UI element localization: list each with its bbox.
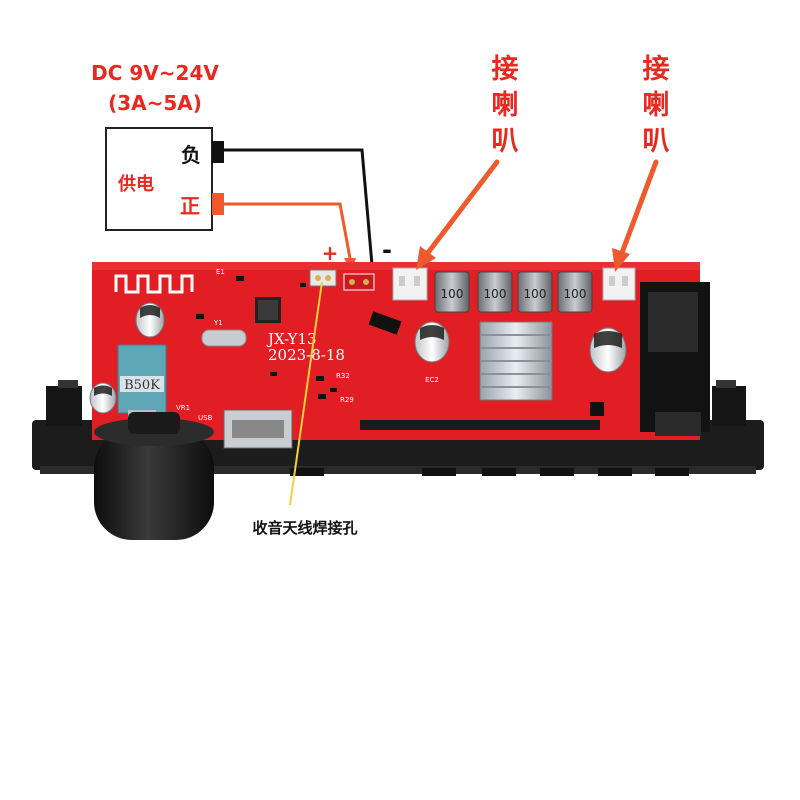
capacitor-ec2: [414, 321, 450, 363]
inductor-3: 100: [517, 271, 553, 313]
power-current-spec: (3A~5A): [108, 91, 202, 115]
heat-sink: [479, 321, 553, 401]
positive-terminal: [212, 193, 224, 215]
speaker-connector-left: [392, 267, 428, 301]
positive-label: 正: [180, 194, 200, 218]
silk-ec2: EC2: [425, 376, 439, 384]
power-input-pads: [343, 273, 375, 291]
negative-wire: [224, 148, 374, 266]
speaker-connector-right: [602, 267, 636, 301]
speaker-right-char-2: 喇: [643, 90, 670, 121]
silk-r32: R32: [336, 372, 350, 380]
aux-connector: [640, 282, 710, 436]
inductor-1: 100: [434, 271, 470, 313]
silk-vr1: VR1: [176, 404, 190, 412]
speaker-left-char-3: 叭: [492, 126, 519, 157]
speaker-left-char-1: 接: [492, 54, 519, 85]
inductor-2-label: 100: [484, 287, 507, 301]
capacitor-right: [589, 327, 627, 373]
silk-r29: R29: [340, 396, 354, 404]
negative-terminal: [212, 141, 224, 163]
red-pcb: E1 Y1 JX-Y13 2023-8-18 R32 R29: [89, 262, 710, 449]
speaker-right-char-3: 叭: [643, 126, 670, 157]
antenna-pointer-line: [289, 281, 323, 506]
board-date-silk: 2023-8-18: [268, 346, 345, 364]
plus-polarity-label: +: [322, 241, 339, 265]
pot-label: B50K: [124, 378, 160, 393]
power-supply-box: 供电 负 正: [105, 127, 224, 231]
power-supply-label: 供电: [117, 173, 154, 195]
minus-polarity-label: -: [382, 236, 392, 264]
inductor-4: 100: [557, 271, 593, 313]
power-voltage-spec: DC 9V~24V: [91, 61, 219, 85]
positive-wire: [224, 202, 352, 259]
antenna-solder-hole-label: 收音天线焊接孔: [252, 519, 357, 537]
speaker-left-arrow: [416, 159, 500, 270]
mosfet: [368, 311, 402, 335]
capacitor-left: [135, 302, 165, 338]
inductor-3-label: 100: [524, 287, 547, 301]
silk-y1: Y1: [213, 319, 223, 327]
usb-port: [223, 409, 293, 449]
speaker-left-char-2: 喇: [492, 90, 519, 121]
volume-knob: [94, 412, 214, 540]
inductor-2: 100: [477, 271, 513, 313]
speaker-right-char-1: 接: [643, 54, 670, 85]
bluetooth-antenna-trace: [114, 274, 194, 294]
speaker-left-label: 接 喇 叭: [492, 54, 519, 157]
speaker-right-arrow: [612, 159, 659, 272]
negative-label: 负: [181, 143, 201, 167]
board-model-silk: JX-Y13: [266, 330, 317, 348]
capacitor-small-left: [89, 382, 117, 414]
antenna-pad-header: [309, 269, 337, 287]
inductor-1-label: 100: [441, 287, 464, 301]
silk-usb: USB: [198, 414, 213, 422]
inductor-4-label: 100: [564, 287, 587, 301]
silk-e1: E1: [216, 268, 225, 276]
speaker-right-label: 接 喇 叭: [643, 54, 670, 157]
card-slot: [360, 420, 600, 430]
crystal-y1: [201, 329, 247, 347]
